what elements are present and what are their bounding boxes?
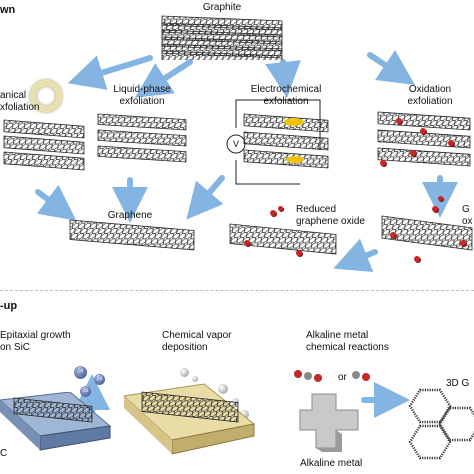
go-label-2: ox xyxy=(462,216,473,227)
arrow-to-electro xyxy=(265,59,301,98)
rgo-label-1: Reduced xyxy=(296,204,337,215)
precursor-molecule-3 xyxy=(218,384,228,394)
rgo-sheet xyxy=(229,223,337,255)
graphite-label: Graphite xyxy=(202,2,242,13)
oxidation-sheets xyxy=(377,111,471,167)
rgo-label-2: graphene oxide xyxy=(296,216,365,227)
electrochemical-label-2: exfoliation xyxy=(263,96,309,107)
section-title-top-down: wn xyxy=(0,4,16,16)
oxygen-group-2 xyxy=(420,128,426,134)
sic-label-fragment: C xyxy=(0,448,8,459)
graphene-layer xyxy=(243,131,329,151)
precursor-molecule-5 xyxy=(240,410,249,419)
arrow-go-to-rgo xyxy=(333,238,378,273)
co2-co-molecules xyxy=(294,370,370,382)
section-divider xyxy=(0,290,474,291)
oxygen-group-4 xyxy=(410,150,416,156)
graphene-layer xyxy=(377,147,471,167)
alkaline-metal-block xyxy=(299,393,359,452)
electrochemical-label-1: Electrochemical xyxy=(250,84,322,95)
sic-substrate xyxy=(0,392,112,451)
graphene-layer xyxy=(97,113,187,131)
go-oxygen-3 xyxy=(390,232,396,238)
liquid-phase-label-2: exfoliation xyxy=(119,96,165,107)
graphene-layer xyxy=(97,145,187,163)
or-text: or xyxy=(338,372,347,383)
graphene-layer xyxy=(141,391,239,423)
epitaxial-label-2: on SiC xyxy=(0,342,31,353)
arrow-electro-to-graphene xyxy=(186,175,225,220)
oxygen-group-3 xyxy=(448,140,454,146)
graphite-stack xyxy=(161,15,283,60)
graphene-sheet xyxy=(69,219,195,251)
cvd-substrate xyxy=(122,383,256,455)
alkaline-label-1: Alkaline metal xyxy=(306,330,369,341)
graphene-layer xyxy=(3,119,85,139)
arrow-to-mechanical xyxy=(67,55,153,90)
go-label-1: G xyxy=(462,204,470,215)
threed-graphene-label: 3D G xyxy=(446,378,470,389)
rgo-oxygen-3 xyxy=(244,240,250,246)
go-oxygen-2 xyxy=(438,196,443,201)
graphene-layer xyxy=(3,135,85,155)
cvd-label-1: Chemical vapor xyxy=(162,330,232,341)
arrow-to-liquid xyxy=(134,59,193,98)
precursor-molecule-1 xyxy=(180,368,189,377)
oxidation-label-1: Oxidation xyxy=(408,84,452,95)
graphene-layer xyxy=(377,129,471,149)
graphene-layer xyxy=(381,215,473,251)
liquid-phase-label-1: Liquid-phase xyxy=(113,84,171,95)
precursor-molecule-2 xyxy=(192,376,198,382)
go-oxygen-5 xyxy=(414,256,420,262)
oxidation-label-2: exfoliation xyxy=(407,96,453,107)
si-atom-2: Si xyxy=(94,374,105,385)
oxygen-group-5 xyxy=(380,160,386,166)
graphene-layer xyxy=(69,219,195,251)
precursor-molecule-4 xyxy=(232,398,239,405)
graphene-layer xyxy=(161,50,283,60)
electrode-bubble-top xyxy=(284,118,304,126)
alkaline-metal-label: Alkaline metal xyxy=(300,458,363,469)
mechanical-label-1: anical xyxy=(0,90,27,101)
arrow-mech-to-graphene xyxy=(35,184,77,221)
graphene-layer xyxy=(377,111,471,131)
mechanical-label-2: xfoliation xyxy=(0,102,40,113)
go-oxygen-4 xyxy=(460,240,466,246)
oxygen-group-1 xyxy=(396,118,402,124)
arrow-to-oxidation xyxy=(367,50,415,85)
rgo-oxygen-2 xyxy=(278,206,283,211)
voltage-symbol: V xyxy=(232,139,240,149)
rgo-oxygen-4 xyxy=(296,250,302,256)
epitaxial-label-1: Epitaxial growth xyxy=(0,330,71,341)
electrode-bubble-bottom xyxy=(286,156,304,163)
threed-graphene-structure xyxy=(408,388,474,460)
si-atom-1: Si xyxy=(74,366,87,379)
si-atom-3: Si xyxy=(80,386,91,397)
rgo-oxygen-1 xyxy=(270,210,276,216)
scotch-tape-roll-icon xyxy=(30,80,62,112)
go-sheet xyxy=(381,215,473,251)
go-oxygen-1 xyxy=(432,206,438,212)
graphene-layer xyxy=(13,397,93,423)
section-title-bottom-up: -up xyxy=(0,300,18,312)
mechanical-sheets xyxy=(3,119,85,171)
liquid-phase-sheets xyxy=(97,113,187,163)
graphene-label: Graphene xyxy=(107,210,153,221)
alkaline-label-2: chemical reactions xyxy=(306,342,389,353)
cvd-label-2: deposition xyxy=(162,342,208,353)
graphene-layer xyxy=(3,151,85,171)
graphene-layer xyxy=(97,129,187,147)
graphene-layer xyxy=(229,223,337,255)
